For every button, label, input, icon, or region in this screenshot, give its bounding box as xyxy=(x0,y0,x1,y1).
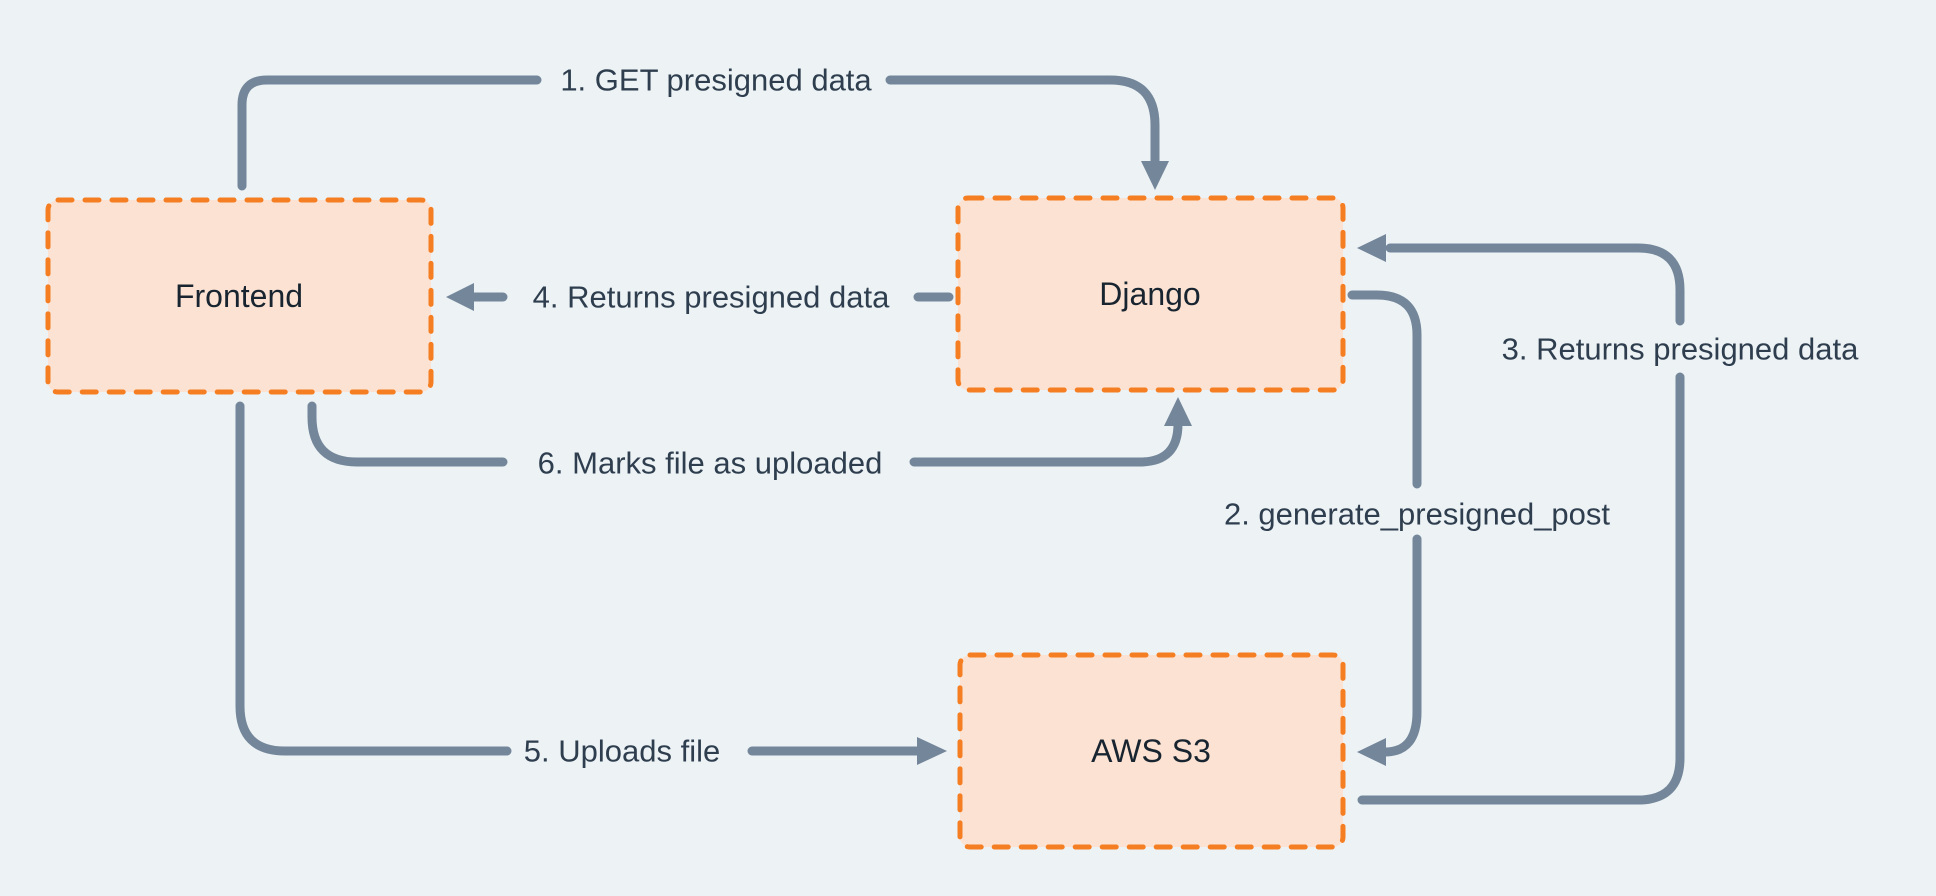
arrowhead-left-icon xyxy=(446,283,474,311)
edge-2-line-top xyxy=(1347,290,1422,489)
frontend-node-label: Frontend xyxy=(175,278,303,314)
django-node: Django xyxy=(955,195,1346,393)
edge-6-marks-file-uploaded: 6. Marks file as uploaded xyxy=(307,397,1192,481)
edge-3-label: 3. Returns presigned data xyxy=(1502,332,1859,367)
edge-5-uploads-file: 5. Uploads file xyxy=(235,401,947,769)
edge-6-line-right xyxy=(909,419,1183,467)
edge-4-returns-presigned-data: 4. Returns presigned data xyxy=(446,280,954,315)
edge-1-label: 1. GET presigned data xyxy=(560,63,872,98)
edge-1-get-presigned-data: 1. GET presigned data xyxy=(237,63,1169,191)
frontend-node: Frontend xyxy=(45,197,434,395)
edge-5-line-left xyxy=(235,401,512,756)
edge-2-generate-presigned-post: 2. generate_presigned_post xyxy=(1224,290,1610,766)
edge-3-line-bottom xyxy=(1357,372,1685,805)
django-node-label: Django xyxy=(1099,276,1200,312)
aws-s3-node-label: AWS S3 xyxy=(1091,733,1211,769)
django-node-box xyxy=(955,195,1346,393)
edge-3-returns-presigned-data: 3. Returns presigned data xyxy=(1357,234,1859,805)
arrowhead-left-icon xyxy=(1357,234,1386,262)
aws-s3-node-box xyxy=(957,652,1346,850)
edge-1-line-right xyxy=(885,75,1160,167)
arrowhead-down-icon xyxy=(1141,161,1169,190)
edge-6-label: 6. Marks file as uploaded xyxy=(538,446,883,481)
aws-s3-node: AWS S3 xyxy=(957,652,1346,850)
edge-2-line-bottom xyxy=(1380,534,1422,757)
edge-5-label: 5. Uploads file xyxy=(524,734,720,769)
frontend-node-box xyxy=(45,197,434,395)
arrowhead-left-icon xyxy=(1357,738,1386,766)
edge-4-label: 4. Returns presigned data xyxy=(533,280,890,315)
arrowhead-up-icon xyxy=(1164,397,1192,426)
edge-3-line-top xyxy=(1385,243,1685,326)
edge-1-line-left xyxy=(237,75,542,191)
edge-2-label: 2. generate_presigned_post xyxy=(1224,497,1610,532)
edge-6-line-left xyxy=(307,401,508,467)
arrowhead-right-icon xyxy=(917,737,947,765)
